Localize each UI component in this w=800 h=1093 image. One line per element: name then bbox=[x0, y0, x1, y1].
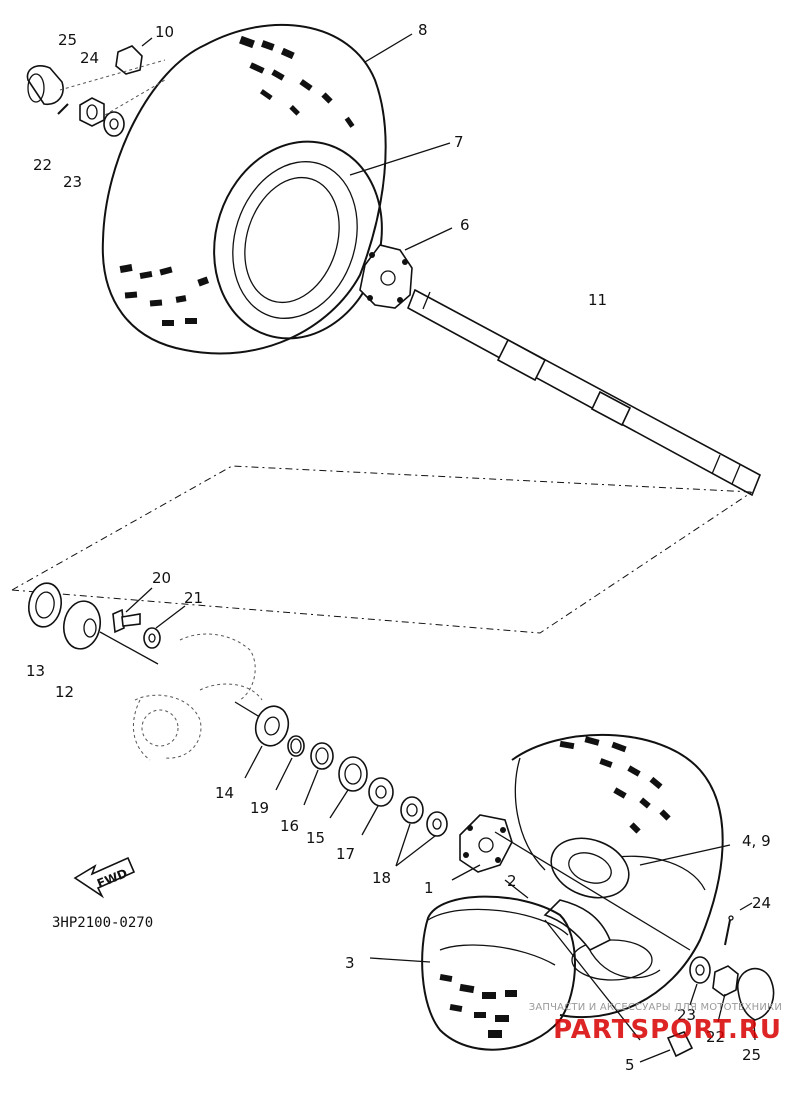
nut-cap-25-lower bbox=[737, 967, 775, 1021]
callout-11: 11 bbox=[588, 291, 607, 309]
callout-25-upper: 25 bbox=[58, 31, 77, 49]
callout-1: 1 bbox=[424, 879, 434, 897]
hub-1 bbox=[459, 814, 513, 873]
nut-cap-25-upper bbox=[26, 65, 64, 105]
bolt-20 bbox=[112, 608, 141, 634]
callout-5: 5 bbox=[625, 1056, 635, 1074]
callout-3: 3 bbox=[345, 954, 355, 972]
callout-8: 8 bbox=[418, 21, 428, 39]
wheel-rim-lower bbox=[543, 837, 630, 952]
callout-10: 10 bbox=[155, 23, 174, 41]
callout-24-upper: 24 bbox=[80, 49, 99, 67]
watermark-caption: ЗАПЧАСТИ И АКСЕССУАРЫ ДЛЯ МОТОТЕХНИКИ bbox=[528, 1002, 782, 1013]
callout-labels: 25 24 10 8 7 6 11 22 23 20 21 13 12 14 1… bbox=[26, 21, 771, 1074]
oil-seal-13 bbox=[27, 582, 63, 628]
nut-22-lower bbox=[712, 965, 739, 997]
callout-13: 13 bbox=[26, 662, 45, 680]
callout-15: 15 bbox=[306, 829, 325, 847]
callout-16: 16 bbox=[280, 817, 299, 835]
callout-7: 7 bbox=[454, 133, 464, 151]
nut-22-upper bbox=[79, 97, 105, 127]
rear-axle-11 bbox=[406, 288, 762, 497]
final-drive-housing-phantom bbox=[132, 633, 263, 761]
diagram-code: 3HP2100-0270 bbox=[52, 915, 153, 931]
cotter-pin-24-lower bbox=[724, 915, 734, 946]
circlip-19 bbox=[287, 735, 305, 757]
watermark-brand: PARTSPORT.RU bbox=[553, 1015, 782, 1045]
fwd-arrow bbox=[73, 856, 136, 899]
callout-23-upper: 23 bbox=[63, 173, 82, 191]
rear-tire-upper bbox=[101, 23, 387, 355]
callout-14: 14 bbox=[215, 784, 234, 802]
callout-22-upper: 22 bbox=[33, 156, 52, 174]
callout-12: 12 bbox=[55, 683, 74, 701]
cotter-pin-24-upper bbox=[57, 103, 69, 115]
callout-20: 20 bbox=[152, 569, 171, 587]
nuts-18 bbox=[400, 796, 448, 837]
callout-6: 6 bbox=[460, 216, 470, 234]
washer-23-lower bbox=[689, 956, 711, 984]
washer-23-upper bbox=[103, 111, 125, 137]
callout-23-lower: 23 bbox=[677, 1006, 696, 1024]
washer-17 bbox=[368, 777, 394, 807]
callout-19: 19 bbox=[250, 799, 269, 817]
callout-25-lower: 25 bbox=[742, 1046, 761, 1064]
callout-2: 2 bbox=[507, 872, 517, 890]
hub-6 bbox=[359, 244, 413, 309]
bearing-14 bbox=[254, 705, 290, 747]
callout-22-lower: 22 bbox=[706, 1028, 725, 1046]
callout-24-lower: 24 bbox=[752, 894, 771, 912]
spacer-5 bbox=[666, 1030, 694, 1058]
collar-10 bbox=[115, 45, 143, 75]
callout-17: 17 bbox=[336, 845, 355, 863]
callout-4-9: 4, 9 bbox=[742, 832, 771, 850]
callout-18: 18 bbox=[372, 869, 391, 887]
collar-16 bbox=[310, 742, 334, 770]
watermark: ЗАПЧАСТИ И АКСЕССУАРЫ ДЛЯ МОТОТЕХНИКИ PA… bbox=[529, 1002, 782, 1045]
rear-tire-lower-front-3 bbox=[421, 895, 576, 1051]
washer-21 bbox=[143, 627, 161, 649]
callout-21: 21 bbox=[184, 589, 203, 607]
bearing-15 bbox=[338, 756, 368, 792]
sprocket-plate-12 bbox=[62, 600, 102, 650]
